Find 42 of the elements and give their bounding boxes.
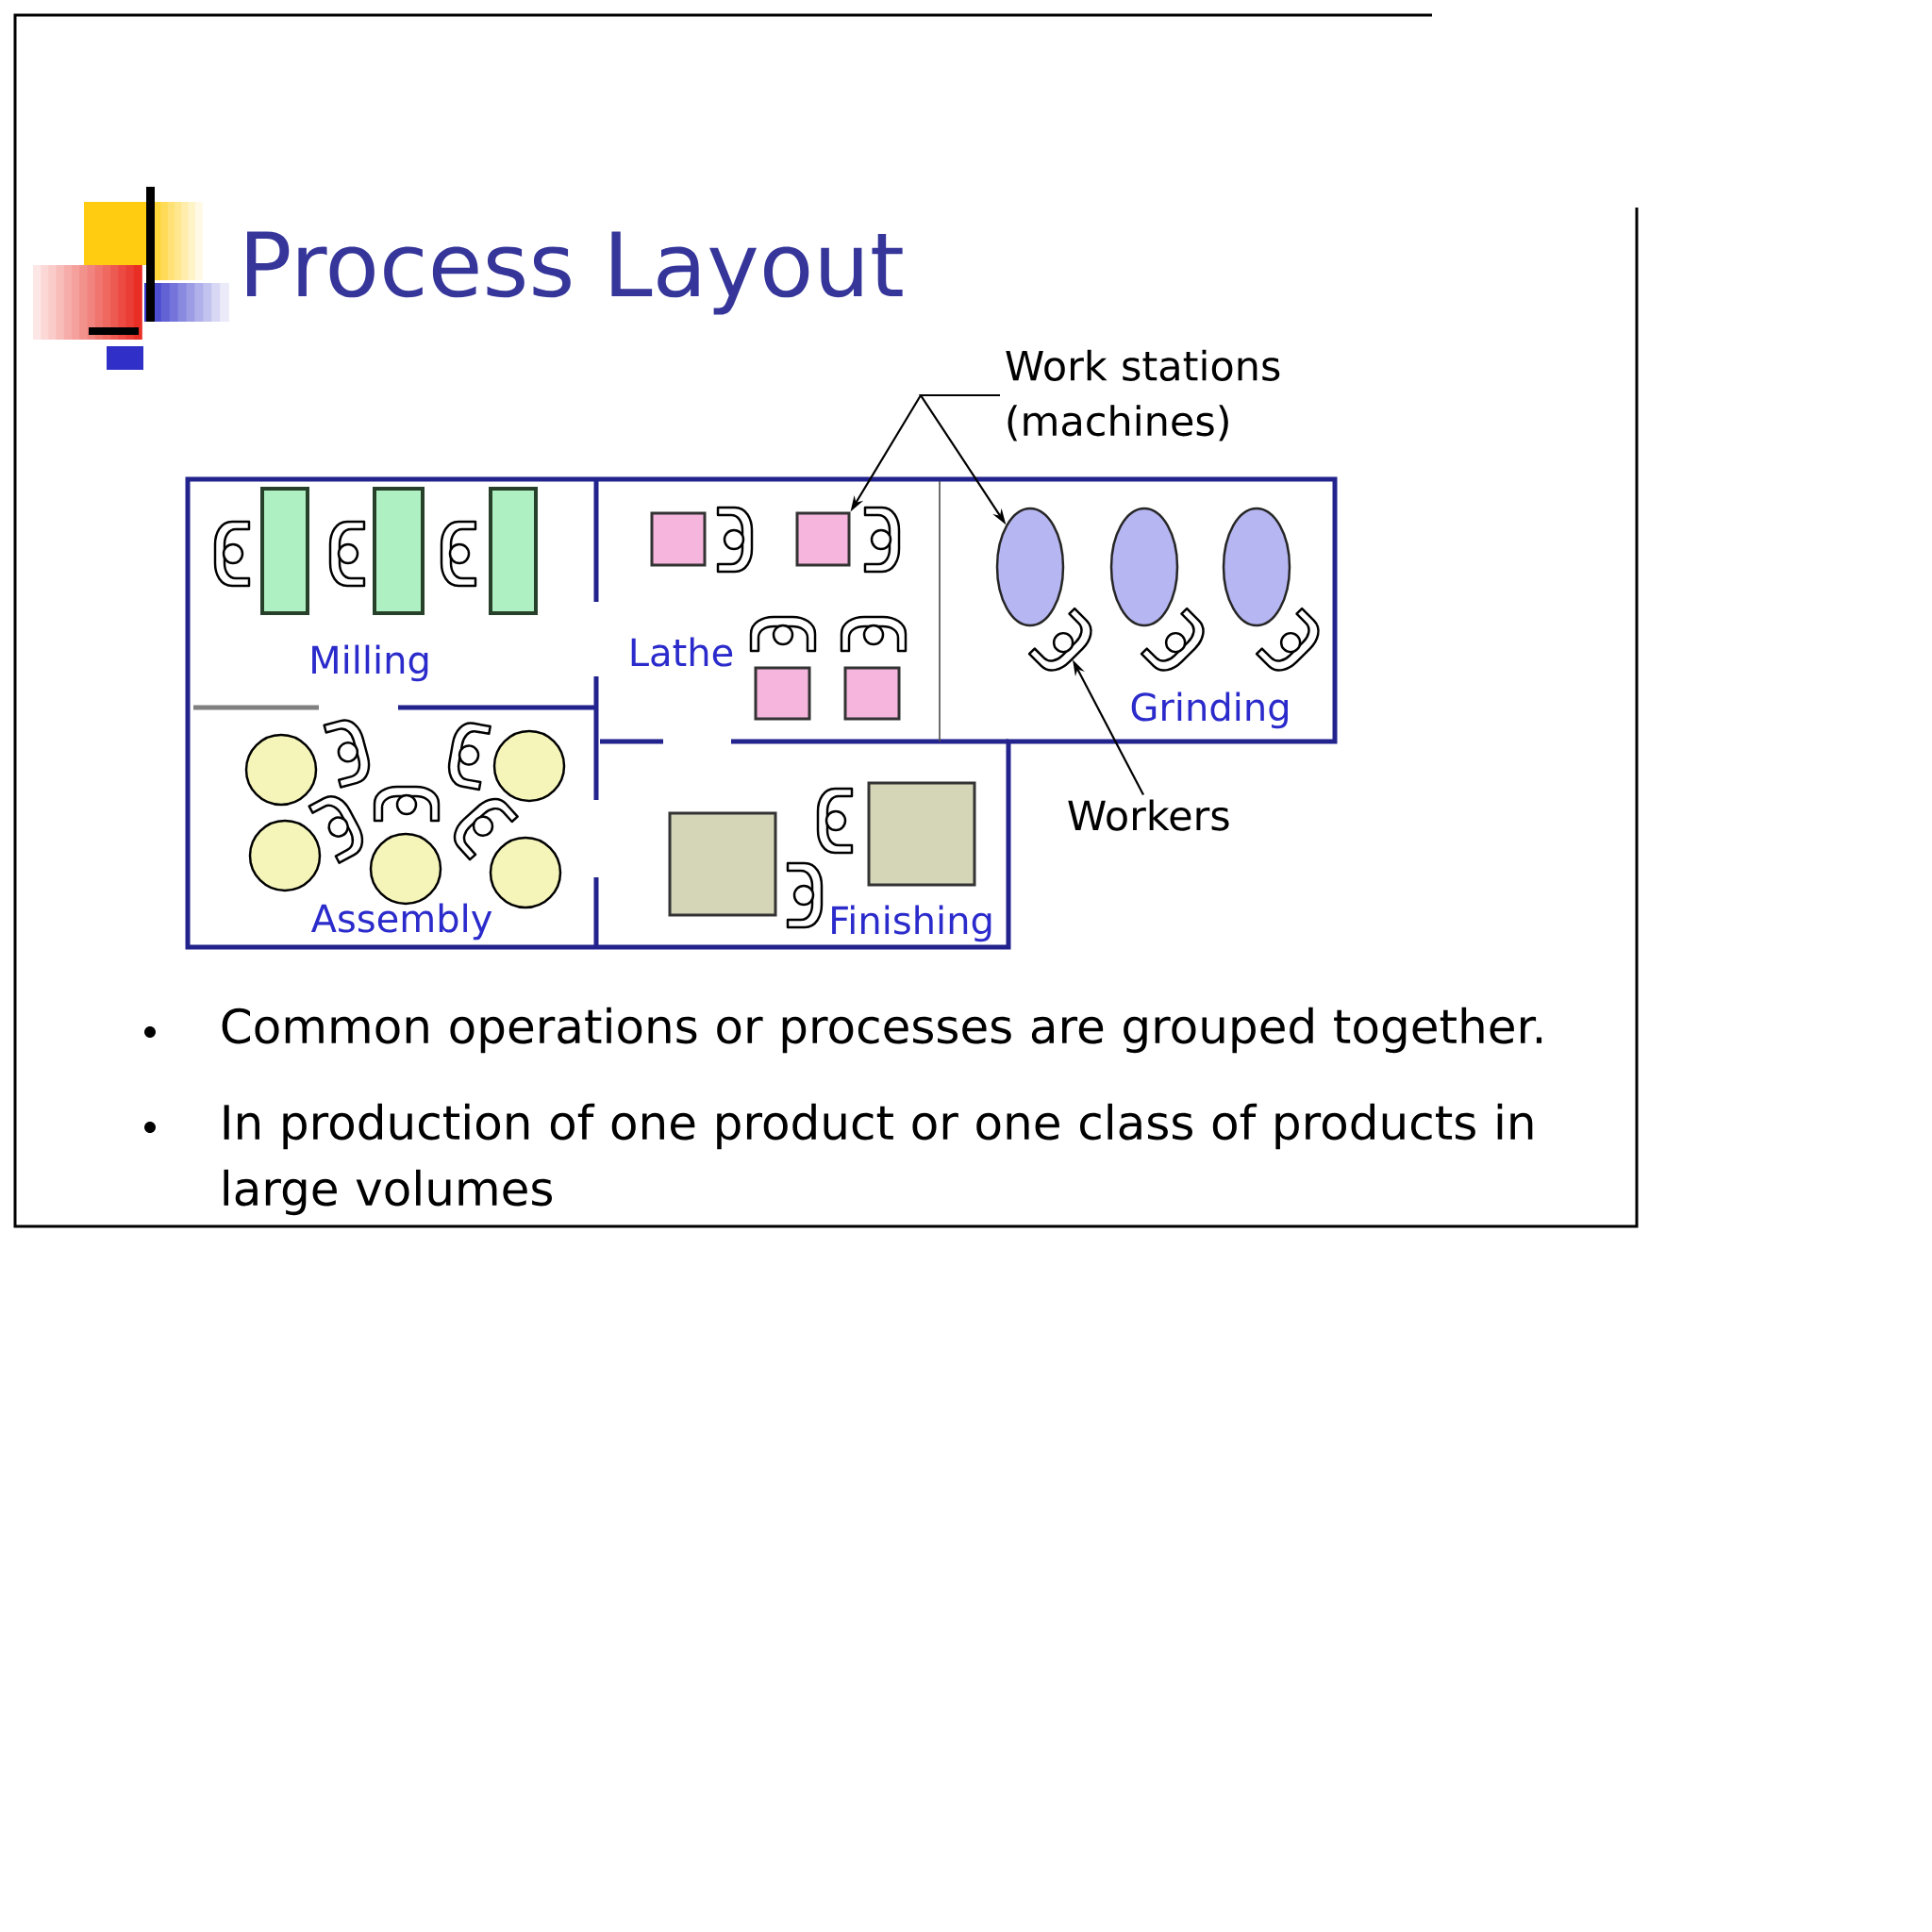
worker-symbol: [440, 520, 477, 588]
worker-symbol: [453, 797, 519, 861]
worker-symbol: [786, 861, 824, 929]
department-label: Lathe: [631, 637, 733, 667]
assembly-table: [248, 819, 322, 892]
lathe-machine: [843, 666, 901, 721]
callout-text: Workers: [1068, 799, 1229, 831]
department-label: Milling: [312, 644, 428, 682]
worker-symbol: [213, 520, 251, 588]
milling-machine: [489, 487, 538, 615]
grinding-machine: [995, 507, 1065, 627]
lathe-machine: [650, 511, 707, 567]
worker-symbol: [323, 719, 371, 789]
worker-symbol: [308, 795, 364, 864]
department-label: Assembly: [310, 903, 492, 941]
department-label: Grinding: [1131, 691, 1288, 729]
worker-symbol: [816, 787, 854, 855]
department-label: Finishing: [832, 905, 991, 942]
bullet-text: Common operations or processes are grouped together.: [222, 1007, 1542, 1054]
assembly-table: [492, 729, 566, 803]
worker-symbol: [749, 615, 817, 653]
worker-symbol: [328, 520, 366, 588]
lathe-machine: [754, 666, 811, 721]
worker-symbol: [447, 722, 491, 791]
worker-symbol: [716, 506, 754, 574]
worker-symbol: [373, 785, 441, 823]
worker-symbol: [1027, 607, 1092, 672]
finishing-machine: [668, 811, 777, 917]
assembly-table: [244, 733, 318, 807]
slide-title: Process Layout: [247, 231, 903, 315]
milling-machine: [260, 487, 309, 615]
callout-text: Work stations (machines): [1006, 349, 1280, 441]
grinding-machine: [1109, 507, 1179, 627]
worker-symbol: [1255, 607, 1320, 672]
worker-symbol: [863, 506, 901, 574]
grinding-machine: [1222, 507, 1291, 627]
worker-symbol: [840, 615, 908, 653]
lathe-machine: [795, 511, 851, 567]
finishing-machine: [867, 781, 976, 887]
bullet-text: In production of one product or one class of products in large volumes: [224, 1103, 1533, 1216]
milling-machine: [373, 487, 425, 615]
worker-symbol: [1140, 607, 1205, 672]
